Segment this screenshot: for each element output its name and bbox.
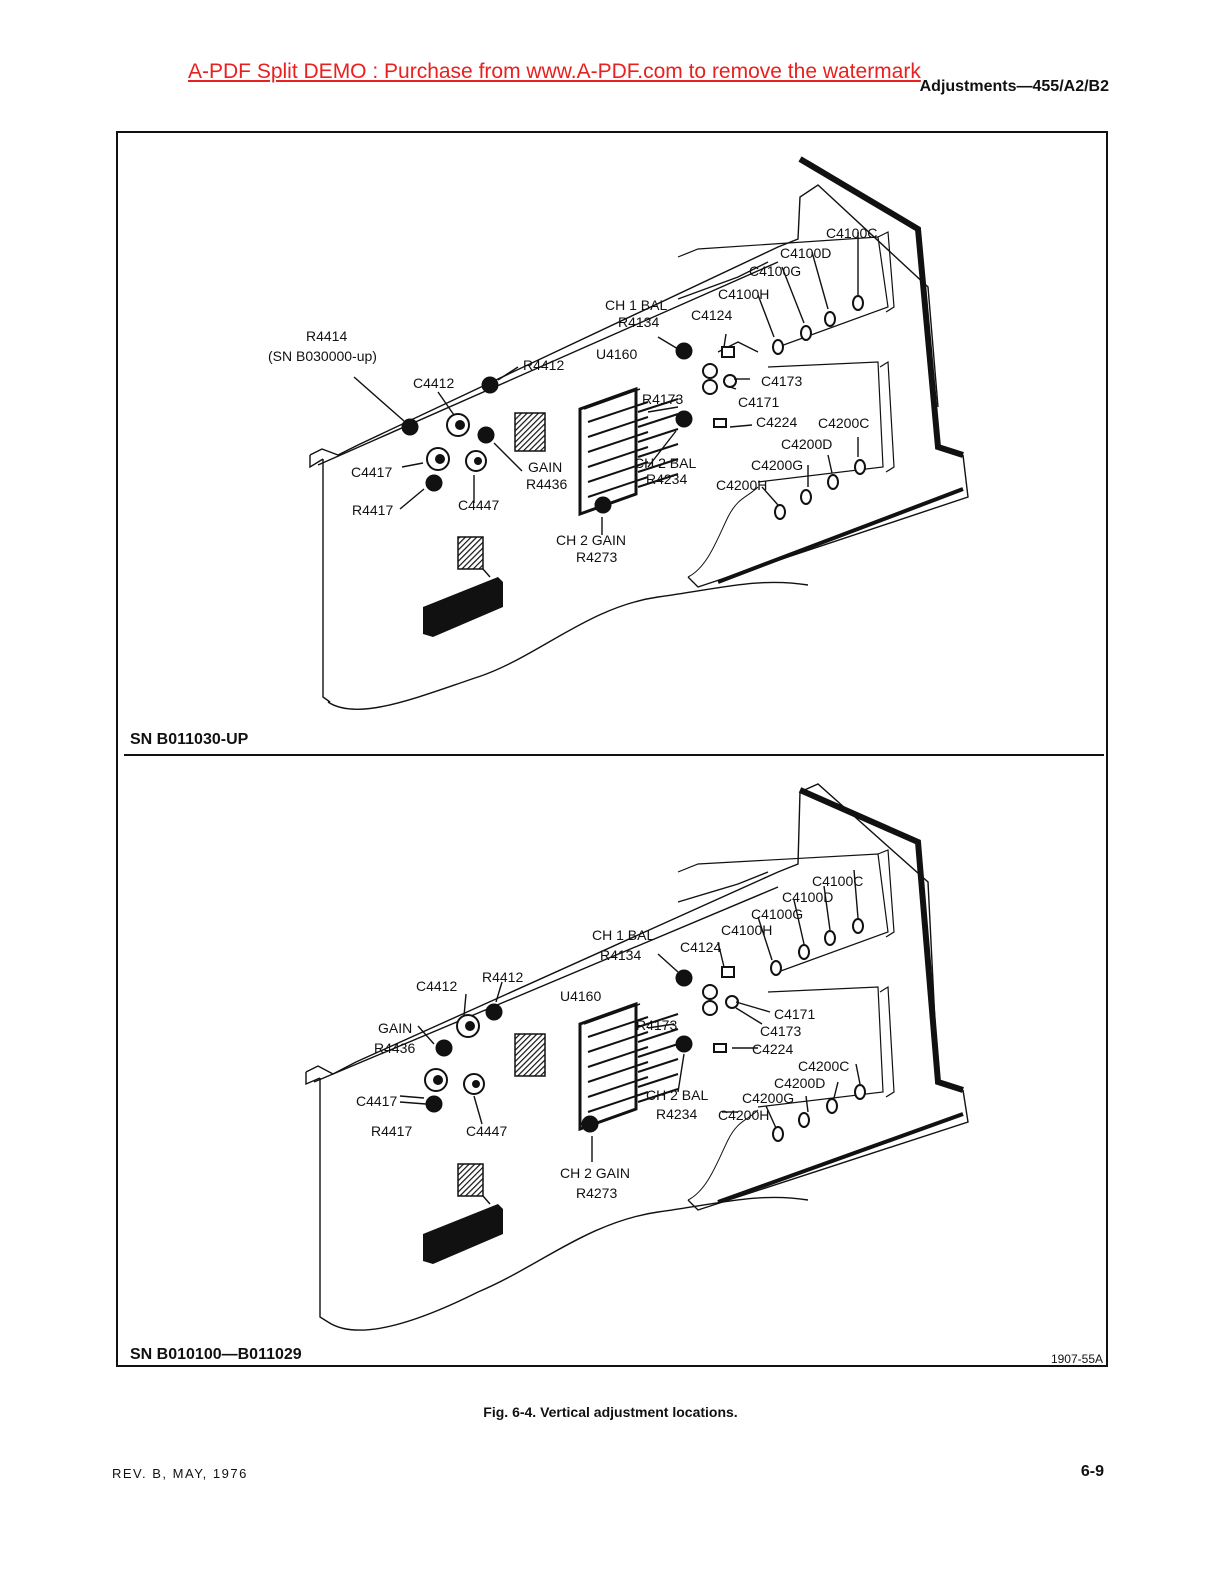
callout-arrows bbox=[353, 232, 859, 535]
label-gain: GAIN bbox=[378, 1020, 412, 1036]
label-r4412: R4412 bbox=[482, 969, 523, 985]
serial-range-bottom: SN B010100—B011029 bbox=[130, 1346, 302, 1363]
variable-capacitors bbox=[424, 966, 739, 1095]
label-c4200c: C4200C bbox=[798, 1058, 849, 1074]
ic-pin-rows bbox=[587, 398, 679, 498]
serial-range-top: SN B011030-UP bbox=[130, 731, 249, 748]
label-c4200g: C4200G bbox=[751, 457, 803, 473]
ic-u4160 bbox=[514, 386, 641, 517]
label-c4224: C4224 bbox=[756, 414, 797, 430]
ic-pin-rows bbox=[587, 1013, 679, 1113]
label-c4224: C4224 bbox=[752, 1041, 793, 1057]
label-ch1-bal: CH 1 BAL bbox=[592, 927, 654, 943]
label-r4134: R4134 bbox=[618, 314, 659, 330]
label-c4173: C4173 bbox=[760, 1023, 801, 1039]
label-ch2-bal: CH 2 BAL bbox=[634, 455, 696, 471]
label-c4100c: C4100C bbox=[812, 873, 863, 889]
label-r4273: R4273 bbox=[576, 549, 617, 565]
label-c4100c: C4100C bbox=[826, 225, 877, 241]
label-ch2-bal: CH 2 BAL bbox=[646, 1087, 708, 1103]
edge-connector bbox=[423, 1163, 503, 1264]
label-c4417: C4417 bbox=[356, 1093, 397, 1109]
section-header: Adjustments—455/A2/B2 bbox=[919, 78, 1109, 95]
shield-bracket bbox=[677, 787, 969, 1211]
label-r4173: R4173 bbox=[642, 391, 683, 407]
edge-connector bbox=[423, 536, 503, 637]
label-r4414: R4414 bbox=[306, 328, 347, 344]
figure-frame bbox=[116, 131, 1108, 1367]
label-r4173: R4173 bbox=[636, 1017, 677, 1033]
circuit-board bbox=[309, 184, 939, 710]
label-c4200d: C4200D bbox=[781, 436, 832, 452]
label-c4200g: C4200G bbox=[742, 1090, 794, 1106]
label-c4412: C4412 bbox=[413, 375, 454, 391]
ic-u4160 bbox=[514, 1001, 641, 1132]
label-c4124: C4124 bbox=[680, 939, 721, 955]
label-ch1-bal: CH 1 BAL bbox=[605, 297, 667, 313]
label-r4436: R4436 bbox=[374, 1040, 415, 1056]
figure-number: 1907-55A bbox=[1050, 1352, 1103, 1366]
label-sn-note: (SN B030000-up) bbox=[268, 348, 377, 364]
watermark-link[interactable]: A-PDF Split DEMO : Purchase from www.A-P… bbox=[188, 60, 921, 83]
label-c4200h: C4200H bbox=[716, 477, 767, 493]
label-r4234: R4234 bbox=[646, 471, 687, 487]
label-r4436: R4436 bbox=[526, 476, 567, 492]
label-c4200h: C4200H bbox=[718, 1107, 769, 1123]
label-c4100h: C4100H bbox=[718, 286, 769, 302]
label-u4160: U4160 bbox=[596, 346, 637, 362]
page-number: 6-9 bbox=[1080, 1463, 1104, 1480]
label-c4100g: C4100G bbox=[751, 906, 803, 922]
label-c4100d: C4100D bbox=[782, 889, 833, 905]
label-r4417: R4417 bbox=[371, 1123, 412, 1139]
label-c4173: C4173 bbox=[761, 373, 802, 389]
label-c4100g: C4100G bbox=[749, 263, 801, 279]
board-diagram-bottom: C4412 R4412 GAIN R4436 U4160 CH 1 BAL R4… bbox=[305, 783, 969, 1331]
label-ch2-gain: CH 2 GAIN bbox=[560, 1165, 630, 1181]
trimmer-resistors bbox=[425, 969, 693, 1133]
label-r4417: R4417 bbox=[352, 502, 393, 518]
label-c4417: C4417 bbox=[351, 464, 392, 480]
figure-caption: Fig. 6-4. Vertical adjustment locations. bbox=[483, 1404, 738, 1420]
label-u4160: U4160 bbox=[560, 988, 601, 1004]
label-c4447: C4447 bbox=[466, 1123, 507, 1139]
board-diagram-top: R4414 (SN B030000-up) C4412 R4412 U4160 … bbox=[268, 156, 969, 710]
label-r4234: R4234 bbox=[656, 1106, 697, 1122]
label-c4171: C4171 bbox=[774, 1006, 815, 1022]
label-r4134: R4134 bbox=[600, 947, 641, 963]
label-c4100h: C4100H bbox=[721, 922, 772, 938]
circuit-board bbox=[305, 783, 939, 1331]
revision-date: REV. B, MAY, 1976 bbox=[112, 1466, 248, 1481]
label-c4200c: C4200C bbox=[818, 415, 869, 431]
label-r4273: R4273 bbox=[576, 1185, 617, 1201]
label-c4447: C4447 bbox=[458, 497, 499, 513]
component-labels: R4414 (SN B030000-up) C4412 R4412 U4160 … bbox=[268, 225, 877, 565]
label-gain: GAIN bbox=[528, 459, 562, 475]
label-c4124: C4124 bbox=[691, 307, 732, 323]
panel-divider bbox=[124, 754, 1104, 756]
component-labels: C4412 R4412 GAIN R4436 U4160 CH 1 BAL R4… bbox=[356, 873, 863, 1201]
trimmer-slots bbox=[772, 295, 866, 520]
trimmer-slots bbox=[770, 918, 866, 1142]
callout-arrows bbox=[399, 869, 861, 1162]
label-c4171: C4171 bbox=[738, 394, 779, 410]
shield-bracket bbox=[677, 156, 969, 588]
label-c4412: C4412 bbox=[416, 978, 457, 994]
label-ch2-gain: CH 2 GAIN bbox=[556, 532, 626, 548]
trimmer-resistors bbox=[401, 342, 693, 514]
label-c4100d: C4100D bbox=[780, 245, 831, 261]
label-r4412: R4412 bbox=[523, 357, 564, 373]
label-c4200d: C4200D bbox=[774, 1075, 825, 1091]
variable-capacitors bbox=[426, 346, 737, 472]
